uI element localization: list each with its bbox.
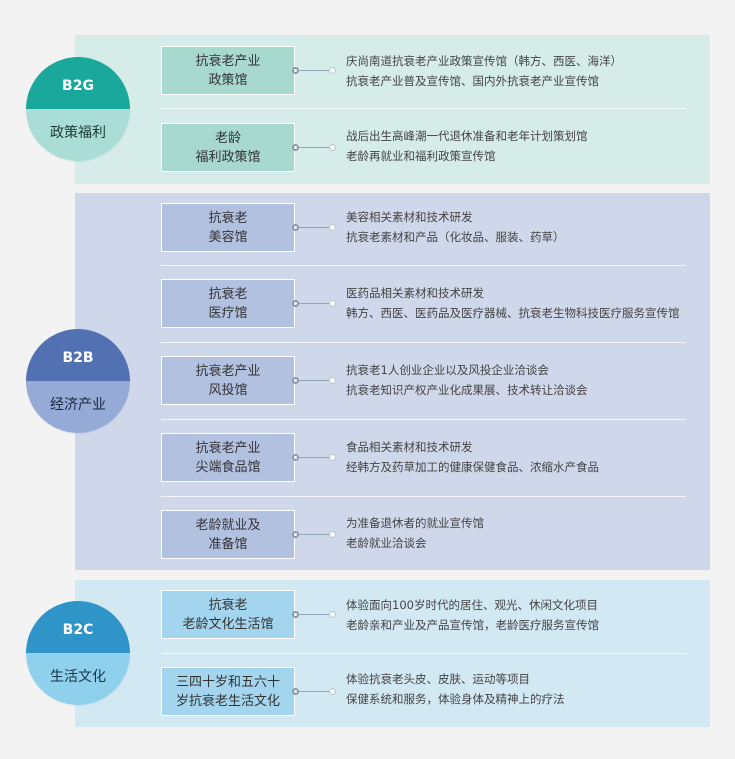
hall-description: 体验面向100岁时代的居住、观光、休闲文化项目 老龄亲和产业及产品宣传馆，老龄医… [346,595,706,635]
connector-line [295,380,333,381]
hall-description: 战后出生高峰潮一代退休准备和老年计划策划馆 老龄再就业和福利政策宣传馆 [346,126,706,166]
desc-line: 经韩方及药草加工的健康保健食品、浓缩水产食品 [346,460,599,474]
hall-name-line: 抗衰老产业 [195,440,261,456]
hall-name-line: 医疗馆 [208,305,248,321]
desc-line: 医药品相关素材和技术研发 [346,286,484,300]
hall-name-line: 抗衰老产业 [195,363,261,379]
connector-dot-left [292,224,299,231]
b2g-code: B2G [26,57,130,109]
connector-line [295,691,333,692]
connector-line [295,227,333,228]
desc-line: 体验面向100岁时代的居住、观光、休闲文化项目 [346,598,598,612]
hall-box: 抗衰老 美容馆 [161,203,295,252]
hall-description: 医药品相关素材和技术研发 韩方、西医、医药品及医疗器械、抗衰老生物科技医疗服务宣… [346,283,706,323]
desc-line: 老龄就业洽谈会 [346,536,427,550]
connector-dot-right [329,300,336,307]
connector-dot-left [292,454,299,461]
hall-name-line: 岁抗衰老生活文化 [175,693,280,709]
desc-line: 战后出生高峰潮一代退休准备和老年计划策划馆 [346,129,588,143]
desc-line: 体验抗衰老头皮、皮肤、运动等项目 [346,672,530,686]
hall-name-line: 抗衰老 [208,286,248,302]
connector-line [295,534,333,535]
row-divider [161,419,686,420]
connector-line [295,70,333,71]
connector-dot-right [329,611,336,618]
connector-dot-right [329,688,336,695]
connector-dot-right [329,224,336,231]
hall-name-line: 老龄文化生活馆 [182,616,274,632]
hall-description: 食品相关素材和技术研发 经韩方及药草加工的健康保健食品、浓缩水产食品 [346,437,706,477]
connector-dot-left [292,144,299,151]
hall-box: 抗衰老产业 尖端食品馆 [161,433,295,482]
connector-line [295,147,333,148]
connector-dot-left [292,300,299,307]
connector-line [295,457,333,458]
hall-box: 三四十岁和五六十 岁抗衰老生活文化 [161,667,295,716]
hall-name-line: 政策馆 [208,72,248,88]
connector-dot-left [292,531,299,538]
connector-dot-left [292,688,299,695]
connector-dot-right [329,531,336,538]
desc-line: 抗衰老素材和产品（化妆品、服装、药草） [346,230,565,244]
b2b-label: 经济产业 [26,381,130,433]
hall-name-line: 老龄就业及 [195,517,261,533]
desc-line: 为准备退休者的就业宣传馆 [346,516,484,530]
hall-name-line: 抗衰老 [208,597,248,613]
desc-line: 保健系统和服务，体验身体及精神上的疗法 [346,692,565,706]
connector-dot-right [329,454,336,461]
hall-name-line: 准备馆 [208,536,248,552]
desc-line: 老龄再就业和福利政策宣传馆 [346,149,496,163]
hall-box: 抗衰老 老龄文化生活馆 [161,590,295,639]
hall-box: 老龄 福利政策馆 [161,123,295,172]
hall-name-line: 尖端食品馆 [195,459,261,475]
row-divider [161,265,686,266]
connector-dot-right [329,67,336,74]
b2c-code: B2C [26,601,130,653]
hall-description: 为准备退休者的就业宣传馆 老龄就业洽谈会 [346,513,706,553]
hall-name-line: 美容馆 [208,229,248,245]
hall-description: 抗衰老1人创业企业以及风投企业洽谈会 抗衰老知识产权产业化成果展、技术转让洽谈会 [346,360,706,400]
b2b-circle: B2B 经济产业 [26,329,130,433]
desc-line: 抗衰老产业普及宣传馆、国内外抗衰老产业宣传馆 [346,74,599,88]
connector-dot-left [292,377,299,384]
hall-name-line: 三四十岁和五六十 [175,674,280,690]
b2c-label: 生活文化 [26,653,130,705]
hall-box: 抗衰老产业 政策馆 [161,46,295,95]
desc-line: 韩方、西医、医药品及医疗器械、抗衰老生物科技医疗服务宣传馆 [346,306,680,320]
hall-name-line: 福利政策馆 [195,149,261,165]
hall-name-line: 抗衰老 [208,210,248,226]
connector-dot-right [329,377,336,384]
desc-line: 抗衰老1人创业企业以及风投企业洽谈会 [346,363,549,377]
hall-description: 体验抗衰老头皮、皮肤、运动等项目 保健系统和服务，体验身体及精神上的疗法 [346,669,706,709]
hall-description: 美容相关素材和技术研发 抗衰老素材和产品（化妆品、服装、药草） [346,207,706,247]
hall-name-line: 风投馆 [208,382,248,398]
desc-line: 抗衰老知识产权产业化成果展、技术转让洽谈会 [346,383,588,397]
b2b-code: B2B [26,329,130,381]
hall-name-line: 老龄 [214,130,241,146]
b2c-circle: B2C 生活文化 [26,601,130,705]
connector-line [295,614,333,615]
connector-dot-right [329,144,336,151]
row-divider [161,653,686,654]
row-divider [161,108,686,109]
connector-dot-left [292,611,299,618]
desc-line: 庆尚南道抗衰老产业政策宣传馆（韩方、西医、海洋） [346,54,622,68]
desc-line: 老龄亲和产业及产品宣传馆，老龄医疗服务宣传馆 [346,618,599,632]
b2g-label: 政策福利 [26,109,130,161]
hall-box: 抗衰老产业 风投馆 [161,356,295,405]
hall-box: 老龄就业及 准备馆 [161,510,295,559]
connector-line [295,303,333,304]
row-divider [161,496,686,497]
hall-description: 庆尚南道抗衰老产业政策宣传馆（韩方、西医、海洋） 抗衰老产业普及宣传馆、国内外抗… [346,51,706,91]
hall-box: 抗衰老 医疗馆 [161,279,295,328]
hall-name-line: 抗衰老产业 [195,53,261,69]
desc-line: 食品相关素材和技术研发 [346,440,473,454]
desc-line: 美容相关素材和技术研发 [346,210,473,224]
row-divider [161,342,686,343]
b2g-circle: B2G 政策福利 [26,57,130,161]
connector-dot-left [292,67,299,74]
